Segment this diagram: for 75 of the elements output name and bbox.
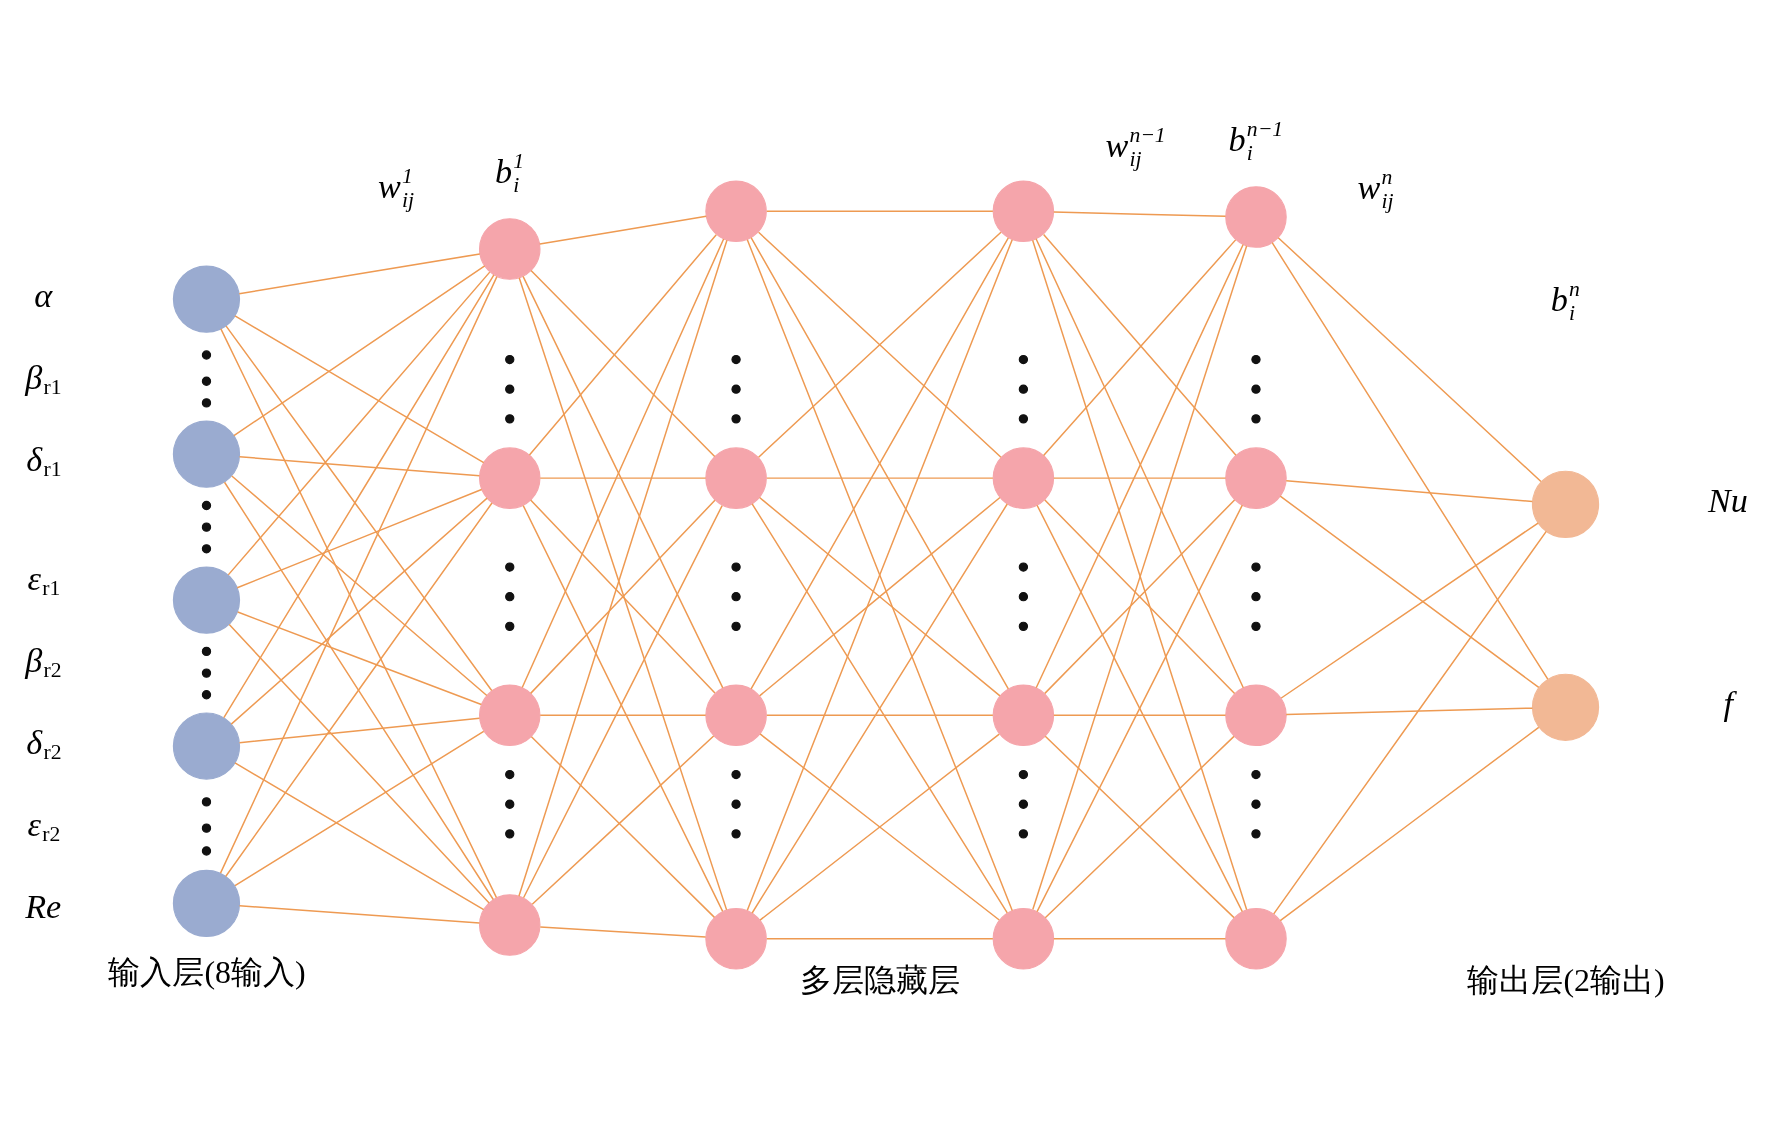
connector bbox=[234, 762, 485, 911]
connector bbox=[539, 215, 707, 245]
connector bbox=[237, 611, 482, 706]
connector bbox=[238, 717, 481, 744]
connector bbox=[530, 269, 716, 458]
node-circle bbox=[705, 907, 767, 970]
connector bbox=[234, 315, 485, 464]
connector bbox=[539, 477, 707, 479]
connector bbox=[230, 497, 488, 725]
connector bbox=[1044, 735, 1235, 919]
connector bbox=[766, 714, 994, 716]
node-circle bbox=[705, 447, 767, 509]
connector bbox=[238, 456, 481, 477]
connector bbox=[1277, 236, 1542, 483]
connector bbox=[1053, 714, 1227, 716]
node-circle bbox=[1225, 684, 1287, 747]
connector bbox=[228, 623, 490, 904]
node-circle bbox=[705, 684, 767, 747]
connector bbox=[236, 488, 483, 589]
label: 输出层(2输出) bbox=[1467, 963, 1665, 999]
node-circle bbox=[1531, 470, 1600, 538]
connector bbox=[759, 733, 1000, 921]
node-circle bbox=[705, 180, 767, 243]
connector bbox=[758, 496, 1001, 697]
connector bbox=[1053, 211, 1227, 218]
connector bbox=[227, 271, 491, 576]
node-circle bbox=[992, 684, 1055, 747]
connector bbox=[225, 325, 493, 692]
connector bbox=[766, 210, 994, 213]
node-circle bbox=[992, 180, 1055, 243]
node-circle bbox=[172, 420, 241, 488]
label: α bbox=[34, 276, 53, 314]
node-circle bbox=[478, 447, 541, 509]
node-circle bbox=[1225, 907, 1287, 970]
node-circle bbox=[1531, 673, 1600, 741]
connector bbox=[1044, 499, 1236, 695]
connector bbox=[528, 233, 717, 456]
connector bbox=[231, 475, 488, 697]
node-circle bbox=[172, 265, 241, 333]
connector bbox=[1271, 241, 1549, 680]
connector bbox=[539, 714, 707, 716]
node-circle bbox=[992, 447, 1055, 509]
connector bbox=[233, 265, 486, 437]
connector bbox=[234, 730, 485, 887]
connector bbox=[1036, 504, 1244, 913]
node-circle bbox=[172, 712, 241, 780]
connector bbox=[750, 237, 1010, 690]
node-circle bbox=[172, 869, 241, 938]
connector bbox=[1279, 495, 1540, 689]
node-circle bbox=[478, 684, 541, 747]
node-circle bbox=[1225, 186, 1287, 248]
connector bbox=[751, 503, 1008, 914]
connector bbox=[1273, 530, 1547, 915]
label: Re bbox=[25, 887, 62, 925]
connector bbox=[223, 274, 495, 719]
connector bbox=[1053, 938, 1227, 940]
connector bbox=[1285, 707, 1534, 716]
node-circle bbox=[992, 907, 1055, 970]
connector bbox=[1053, 477, 1227, 479]
node-circle bbox=[172, 566, 241, 634]
connector bbox=[539, 926, 707, 938]
node-circle bbox=[478, 894, 541, 956]
connector bbox=[766, 938, 994, 940]
node-label: Nu bbox=[1708, 481, 1748, 519]
connector bbox=[1279, 726, 1540, 922]
connector bbox=[766, 477, 994, 479]
label: 多层隐藏层 bbox=[800, 963, 961, 999]
node-circle bbox=[478, 218, 541, 280]
connector bbox=[757, 231, 1002, 458]
connector bbox=[238, 905, 481, 924]
node-circle bbox=[1225, 447, 1287, 509]
connector bbox=[238, 253, 481, 295]
connector bbox=[1280, 522, 1539, 699]
connector bbox=[1285, 479, 1534, 503]
label: 输入层(8输入) bbox=[108, 955, 306, 991]
